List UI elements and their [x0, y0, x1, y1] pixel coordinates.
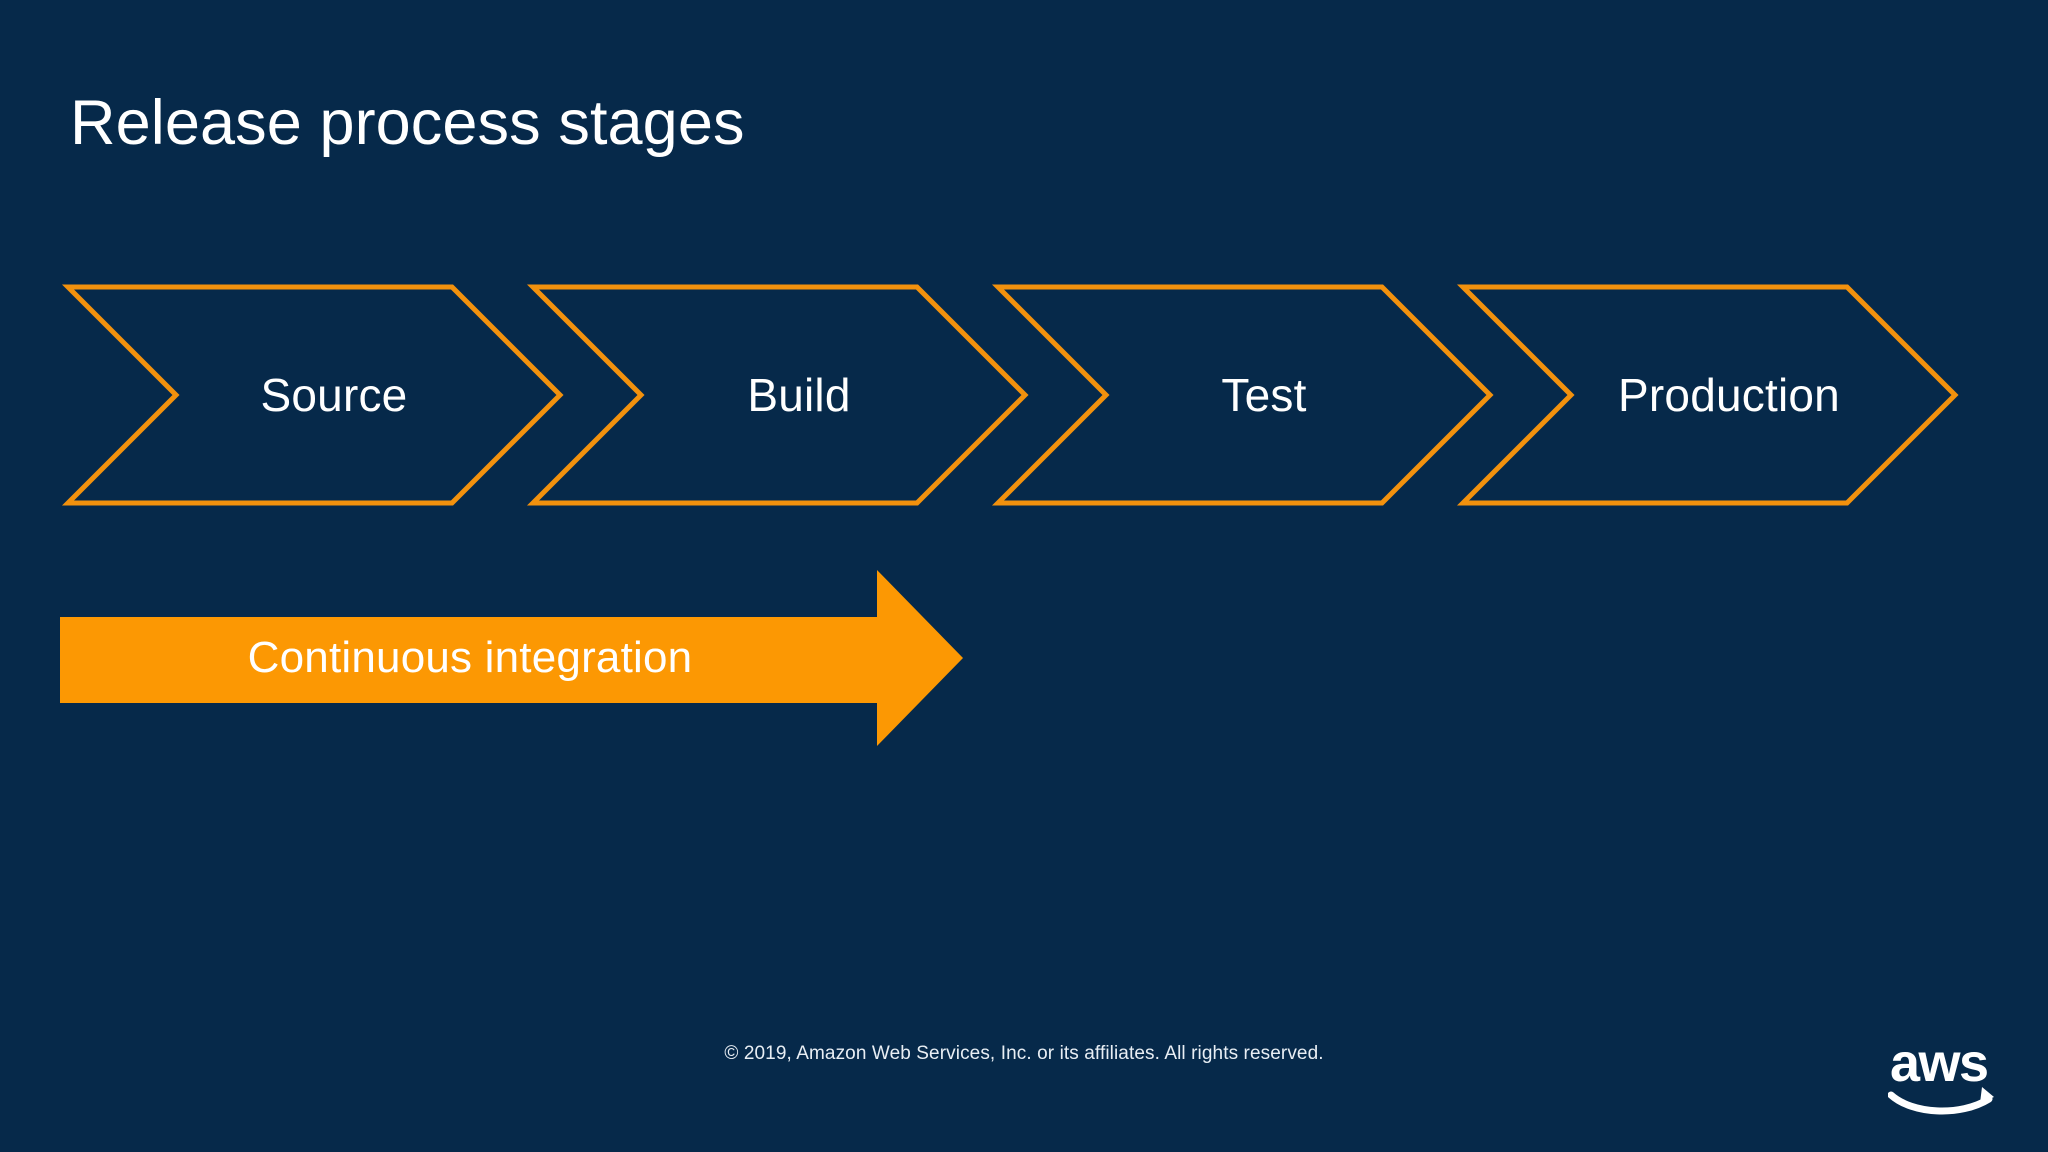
pipeline-diagram: Source Build Test Production: [0, 270, 2048, 520]
pipeline-stage[interactable]: Build: [526, 270, 1029, 520]
pipeline-stage-label: Source: [260, 369, 408, 421]
continuous-integration-arrow: Continuous integration: [60, 560, 970, 756]
footer-copyright: © 2019, Amazon Web Services, Inc. or its…: [724, 1043, 1324, 1064]
aws-smile-icon: [1888, 1087, 1994, 1115]
pipeline-stage[interactable]: Source: [61, 270, 564, 520]
pipeline-stage-label: Test: [1221, 369, 1307, 421]
pipeline-stage[interactable]: Test: [991, 270, 1494, 520]
continuous-integration-label: Continuous integration: [247, 633, 693, 682]
pipeline-stage-label: Build: [747, 369, 851, 421]
aws-wordmark: aws: [1890, 1033, 1989, 1093]
chevron-icon: [526, 284, 1029, 506]
pipeline-stage-label: Production: [1618, 369, 1840, 421]
chevron-icon: [991, 284, 1494, 506]
arrow-right-icon: [60, 570, 963, 746]
chevron-icon: [61, 284, 564, 506]
pipeline-stage[interactable]: Production: [1456, 270, 1959, 520]
chevron-icon: [1456, 284, 1959, 506]
aws-logo: aws: [1888, 1036, 2006, 1116]
page-title: Release process stages: [70, 88, 745, 159]
